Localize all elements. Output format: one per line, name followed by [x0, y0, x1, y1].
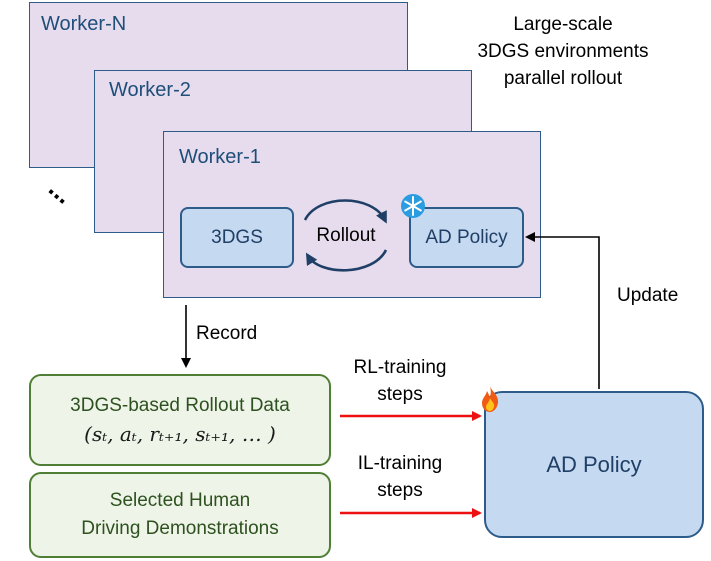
il-training-label-line1: IL-training	[357, 453, 443, 474]
update-arrow	[525, 232, 600, 389]
environment-note-line1: Large-scale	[513, 14, 613, 35]
rl-training-label: RL-training steps	[330, 354, 470, 408]
rollout-data-tuple: (sₜ, aₜ, rₜ₊₁, sₜ₊₁, … )	[84, 422, 276, 446]
human-demos-box: Selected Human Driving Demonstrations	[29, 472, 331, 558]
il-training-label: IL-training steps	[330, 450, 470, 504]
record-label: Record	[196, 323, 258, 344]
snowflake-icon	[400, 193, 426, 219]
il-training-label-line2: steps	[377, 480, 423, 501]
rl-training-label-line2: steps	[377, 384, 423, 405]
rollout-label: Rollout	[316, 225, 376, 246]
rollout-loop-top-arrow	[303, 199, 387, 224]
update-label: Update	[617, 285, 679, 306]
rollout-data-box: 3DGS-based Rollout Data (sₜ, aₜ, rₜ₊₁, s…	[29, 374, 331, 466]
environment-note: Large-scale 3DGS environments parallel r…	[448, 11, 678, 92]
3dgs-box: 3DGS	[180, 207, 294, 268]
rollout-data-title: 3DGS-based Rollout Data	[70, 395, 290, 416]
worker-ad-policy-box: AD Policy	[409, 207, 524, 268]
worker-2-title: Worker-2	[109, 79, 191, 101]
worker-1-title: Worker-1	[179, 146, 261, 168]
rollout-loop-bottom-arrow	[305, 249, 388, 272]
environment-note-line3: parallel rollout	[503, 68, 623, 89]
worker-n-title: Worker-N	[41, 13, 127, 35]
rl-training-label-line1: RL-training	[353, 357, 447, 378]
human-demos-line1: Selected Human	[109, 490, 251, 511]
human-demos-line2: Driving Demonstrations	[81, 518, 279, 539]
environment-note-line2: 3DGS environments	[477, 41, 649, 62]
fire-icon	[478, 385, 502, 413]
main-ad-policy-box: AD Policy	[484, 391, 704, 538]
